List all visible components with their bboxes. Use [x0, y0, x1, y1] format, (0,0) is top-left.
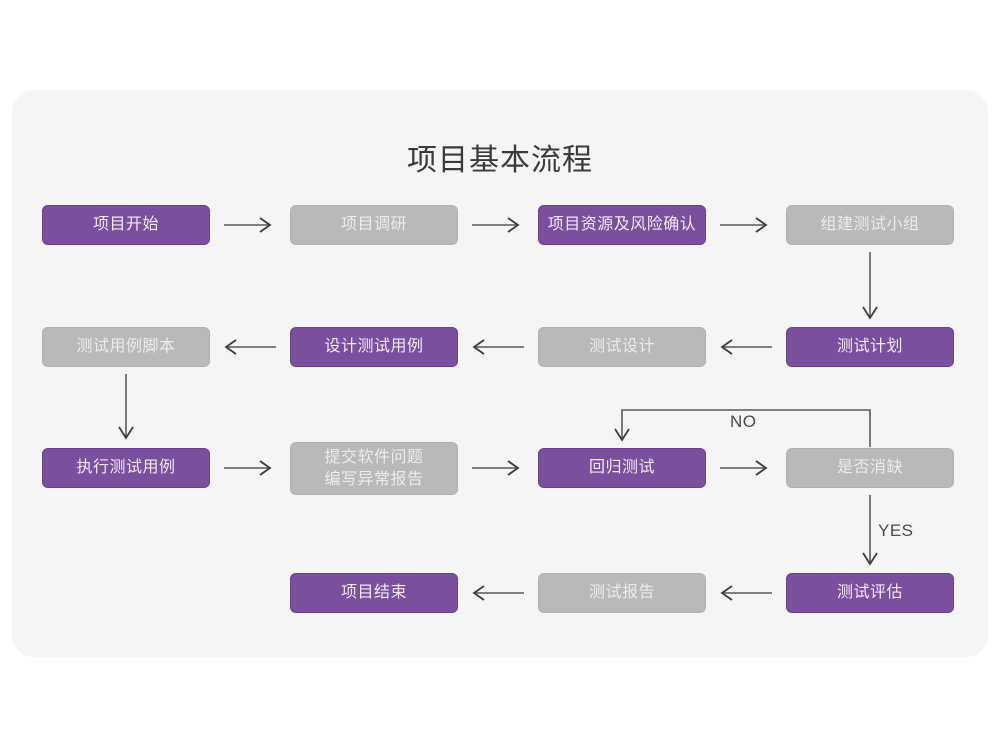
edge-label-yes: YES: [878, 521, 914, 540]
node-test-report[interactable]: 测试报告: [538, 573, 706, 613]
page-title: 项目基本流程: [407, 144, 593, 177]
edge-label-no: NO: [730, 412, 757, 431]
node-design-test-cases[interactable]: 设计测试用例: [290, 327, 458, 367]
node-test-case-script[interactable]: 测试用例脚本: [42, 327, 210, 367]
node-test-design[interactable]: 测试设计: [538, 327, 706, 367]
node-submit-defects-report[interactable]: 提交软件问题 编写异常报告: [290, 442, 458, 495]
node-execute-test-cases[interactable]: 执行测试用例: [42, 448, 210, 488]
node-test-evaluation[interactable]: 测试评估: [786, 573, 954, 613]
node-project-start[interactable]: 项目开始: [42, 205, 210, 245]
flowchart-card: [12, 90, 988, 657]
node-test-plan[interactable]: 测试计划: [786, 327, 954, 367]
node-resource-risk-confirm[interactable]: 项目资源及风险确认: [538, 205, 706, 245]
node-regression-test[interactable]: 回归测试: [538, 448, 706, 488]
node-project-research[interactable]: 项目调研: [290, 205, 458, 245]
node-defects-cleared[interactable]: 是否消缺: [786, 448, 954, 488]
node-form-test-team[interactable]: 组建测试小组: [786, 205, 954, 245]
node-project-end[interactable]: 项目结束: [290, 573, 458, 613]
